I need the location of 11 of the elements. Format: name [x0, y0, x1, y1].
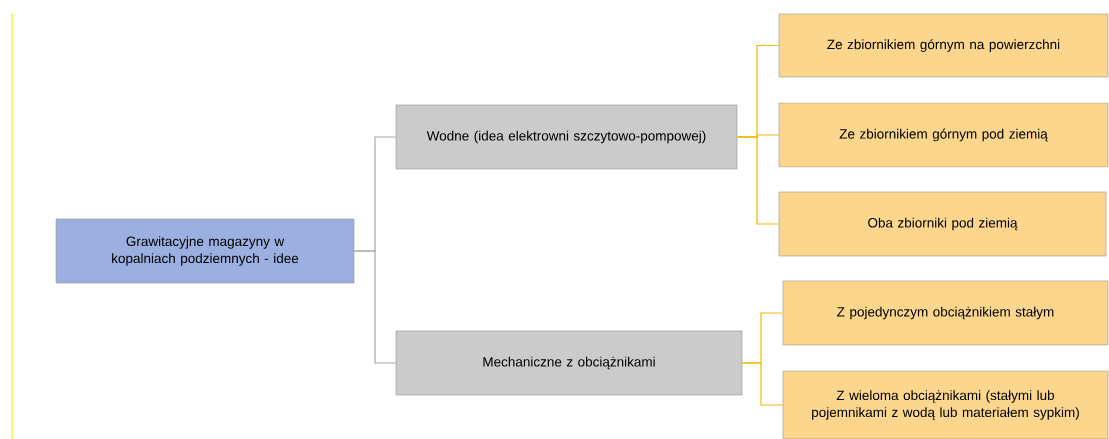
option-box: Ze zbiornikiem górnym pod ziemią — [778, 102, 1109, 168]
option-box: Oba zbiorniki pod ziemią — [778, 191, 1107, 257]
connector-line — [353, 250, 397, 364]
connector-line — [741, 362, 784, 406]
category-box: Mechaniczne z obciążnikami — [395, 330, 743, 396]
category-box: Wodne (idea elektrowni szczytowo-pompowej) — [395, 104, 738, 170]
option-box: Ze zbiornikiem górnym na powierzchni — [778, 13, 1109, 78]
option-box: Z pojedynczym obciążnikiem stałym — [782, 280, 1109, 346]
option-box: Z wieloma obciążnikami (stałymi lub pojemnikami z wodą lub materiałem sypkim) — [782, 370, 1109, 439]
root-box: Grawitacyjne magazyny w kopalniach podziemnych - idee — [55, 218, 355, 284]
connector-line — [736, 136, 780, 225]
